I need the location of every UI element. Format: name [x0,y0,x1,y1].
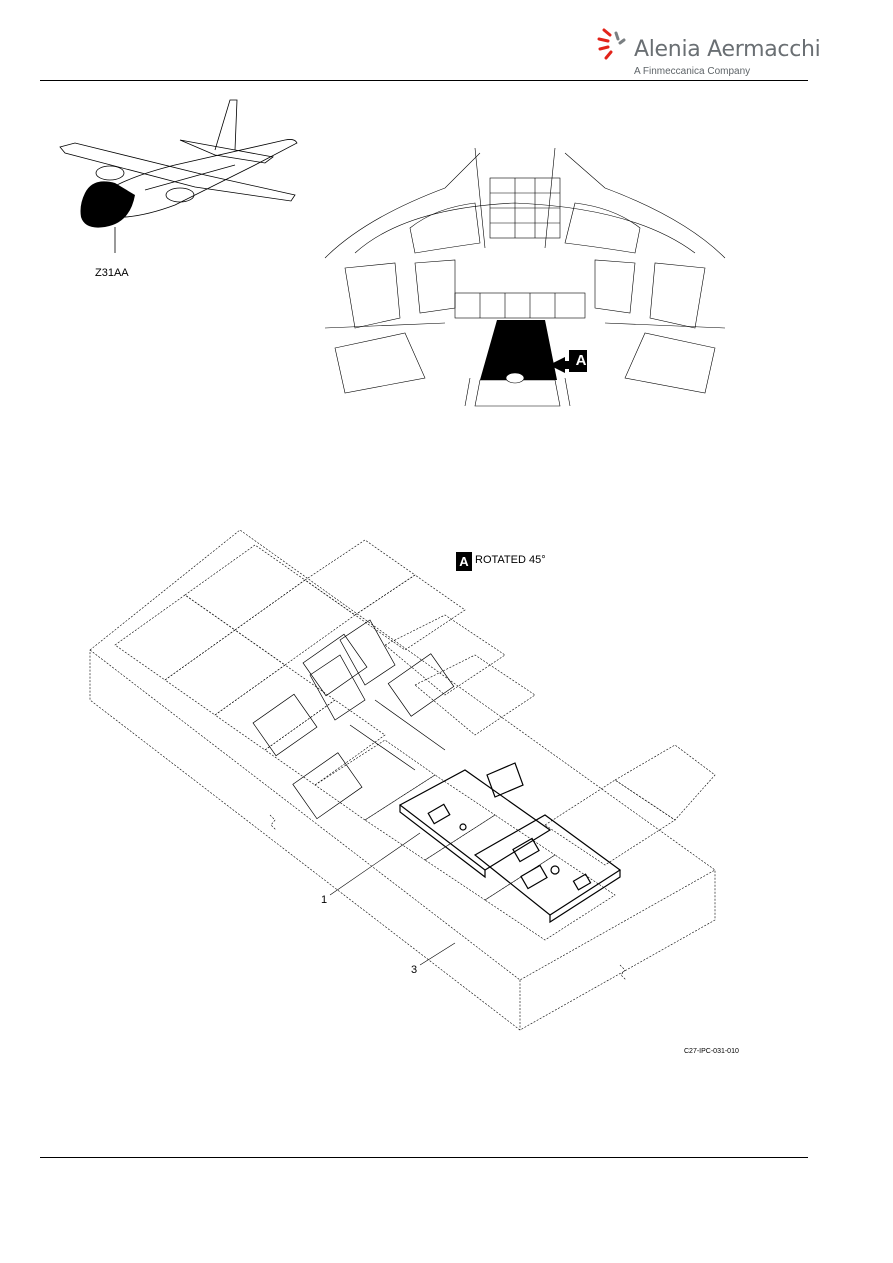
detail-caption: ROTATED 45° [475,554,546,566]
item-number-3: 3 [411,964,418,976]
header-logo: Alenia Aermacchi A Finmeccanica Company [596,24,821,82]
zone-label: Z31AA [95,267,129,279]
pedestal-detail-drawing [89,529,716,1031]
brand-name: Alenia Aermacchi [634,37,821,62]
view-callout: A [575,352,587,369]
detail-callout-box: A [456,552,472,571]
brand-subtitle: A Finmeccanica Company [634,66,751,77]
brand-swoosh-icon [597,28,626,60]
footer-rule [40,1157,808,1158]
item-number-1: 1 [321,894,328,906]
figure-id: C27-IPC-031-010 [684,1048,739,1055]
header-rule [40,80,808,81]
cockpit-view-drawing [324,147,726,407]
detail-callout-letter: A [459,554,469,569]
aircraft-locator-drawing [59,99,298,253]
